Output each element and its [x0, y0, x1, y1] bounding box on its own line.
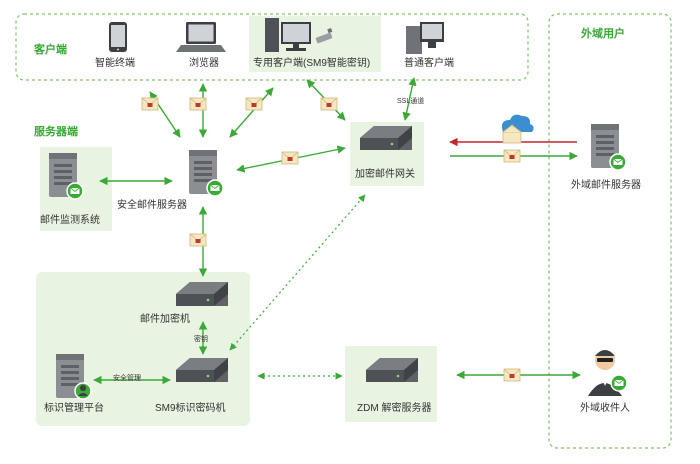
edge-dedicated-client-server: [229, 87, 274, 138]
envelope-icon: [320, 97, 338, 111]
external-mail-server-icon: [591, 124, 627, 171]
label-encrypt-gateway: 加密邮件网关: [355, 169, 415, 180]
smartphone-icon: [109, 22, 127, 52]
label-mail-encryptor: 邮件加密机: [140, 314, 190, 325]
label-secure-mail-server: 安全邮件服务器: [117, 200, 187, 211]
label-zdm-server: ZDM 解密服务器: [357, 403, 432, 414]
laptop-icon: [176, 22, 226, 52]
label-key: 密钥: [194, 336, 208, 343]
client-zone: [15, 13, 529, 81]
label-normal-client: 普通客户端: [404, 58, 454, 69]
envelope-icon: [141, 97, 159, 111]
label-ssl-channel: SSL通道: [397, 98, 425, 105]
label-dedicated-client: 专用客户端(SM9智能密钥): [253, 58, 371, 69]
usb-key-icon: [315, 28, 333, 44]
label-sm9-crypto: SM9标识密码机: [155, 403, 226, 414]
label-id-platform: 标识管理平台: [44, 403, 104, 414]
section-client: 客户端: [34, 44, 67, 56]
desktop-computer-icon: [265, 18, 311, 52]
id-platform-server-icon: [56, 354, 92, 400]
label-security-mgmt: 安全管理: [113, 375, 141, 382]
edge-sm9-gateway: [229, 194, 366, 351]
label-browser: 浏览器: [189, 58, 219, 69]
label-monitor: 邮件监测系统: [40, 215, 100, 226]
label-external-mail-server: 外域邮件服务器: [571, 180, 641, 191]
section-server: 服务器端: [34, 126, 78, 138]
open-envelope-icon: [502, 124, 522, 144]
person-icon: [588, 350, 628, 396]
section-external: 外域用户: [581, 28, 625, 40]
envelope-icon: [503, 149, 521, 163]
envelope-icon: [189, 97, 207, 111]
label-smart-terminal: 智能终端: [95, 58, 135, 69]
envelope-icon: [245, 97, 263, 111]
secure-mail-server-icon: [189, 150, 224, 197]
external-zone: [548, 13, 672, 449]
edge-ssl-channel: [402, 77, 417, 121]
normal-client-computer-icon: [406, 22, 444, 54]
envelope-icon: [281, 151, 299, 165]
envelope-icon: [189, 233, 207, 247]
label-external-recipient: 外域收件人: [580, 403, 630, 414]
envelope-icon: [503, 368, 521, 382]
